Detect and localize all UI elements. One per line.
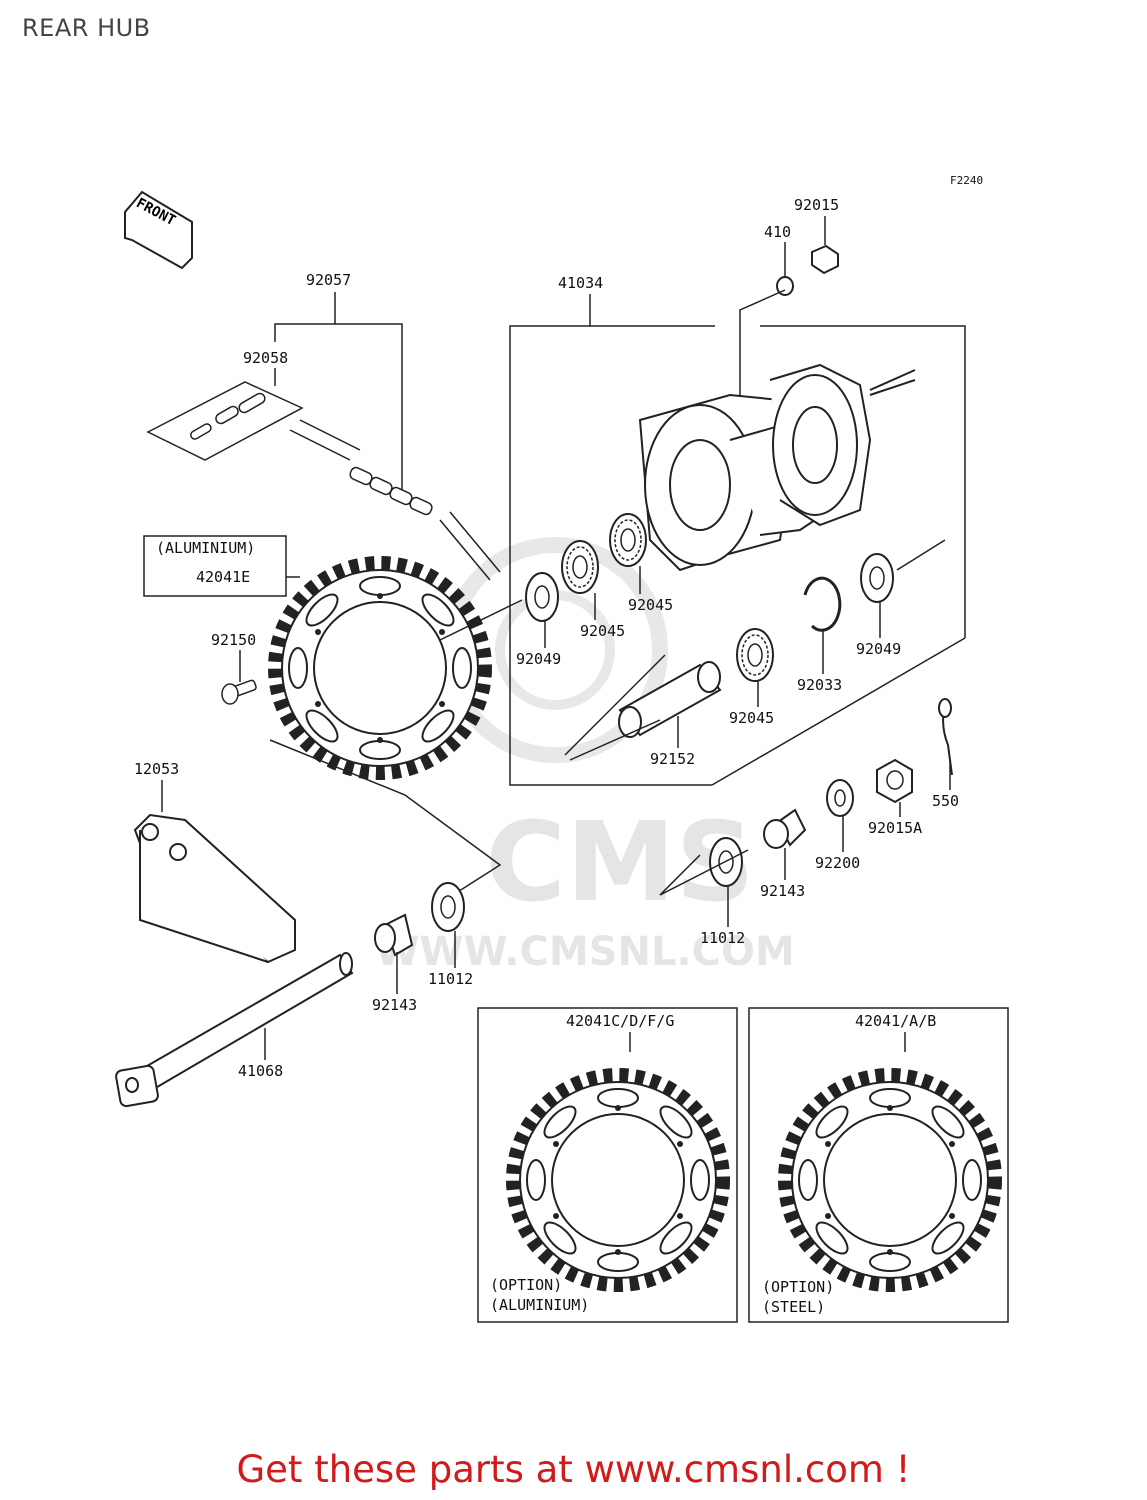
option-box-steel: 42041/A/B (OPTION) (STEEL) [748, 1007, 1009, 1323]
part-label-92049-a: 92049 [516, 650, 561, 668]
spacer-92152 [618, 661, 722, 738]
front-arrow-icon: FRONT [124, 190, 193, 270]
part-label-11012-a: 11012 [700, 929, 745, 947]
part-label-92200: 92200 [815, 854, 860, 872]
option-part-label-aluminium: 42041C/D/F/G [566, 1012, 674, 1030]
bearing-92045-a [609, 513, 647, 567]
cotter-pin-550 [938, 698, 953, 776]
option-line2-aluminium: (ALUMINIUM) [490, 1296, 589, 1314]
option-line1-aluminium: (OPTION) [490, 1276, 562, 1294]
footer-link[interactable]: Get these parts at www.cmsnl.com ! [236, 1448, 911, 1491]
seal-92049-b [860, 553, 894, 603]
chain-guide-12053 [133, 813, 296, 964]
option-line1-steel: (OPTION) [762, 1278, 834, 1296]
washer-92200 [826, 779, 854, 817]
bearing-92045-b [561, 540, 599, 594]
part-label-92143-b: 92143 [372, 996, 417, 1014]
part-label-92045-b: 92045 [580, 622, 625, 640]
hub-assembly-bracket [509, 294, 966, 786]
option-line2-steel: (STEEL) [762, 1298, 825, 1316]
collar-92143-a [763, 808, 807, 849]
part-label-92045-a: 92045 [628, 596, 673, 614]
figure-code: F2240 [950, 174, 983, 187]
page-title: REAR HUB [22, 14, 151, 42]
part-label-92143-a: 92143 [760, 882, 805, 900]
seal-92049-a [525, 572, 559, 622]
watermark-url: WWW.CMSNL.COM [375, 929, 795, 975]
option-part-label-steel: 42041/A/B [855, 1012, 936, 1030]
sprocket-option-steel [785, 1075, 995, 1285]
circlip-92033 [803, 576, 842, 632]
part-label-92049-b: 92049 [856, 640, 901, 658]
part-label-92045-c: 92045 [729, 709, 774, 727]
part-label-92150: 92150 [211, 631, 256, 649]
option-box-aluminium: 42041C/D/F/G (OPTION) (ALUMINIUM) [477, 1007, 738, 1323]
rear-hub-41034 [638, 363, 916, 572]
part-label-92015: 92015 [794, 196, 839, 214]
part-label-92152: 92152 [650, 750, 695, 768]
part-label-92015A: 92015A [868, 819, 922, 837]
nut-92015 [811, 244, 839, 275]
sprocket-option-aluminium [513, 1075, 723, 1285]
part-label-41034: 41034 [558, 274, 603, 292]
washer-410 [776, 276, 794, 296]
part-label-41068: 41068 [238, 1062, 283, 1080]
part-label-42041E: 42041E [196, 568, 250, 586]
aluminium-label: (ALUMINIUM) [156, 539, 255, 557]
seal-11012-b [431, 882, 465, 932]
rear-hub-diagram: CMS WWW.CMSNL.COM FRONT F2240 92015 410 … [115, 174, 1009, 1323]
part-label-12053: 12053 [134, 760, 179, 778]
drive-chain-92057 [289, 419, 501, 581]
collar-92143-b [374, 913, 414, 957]
part-label-92058: 92058 [243, 349, 288, 367]
axle-41068 [115, 952, 354, 1108]
sprocket-42041E [275, 563, 485, 773]
part-label-550: 550 [932, 792, 959, 810]
part-label-410: 410 [764, 223, 791, 241]
part-label-92057: 92057 [306, 271, 351, 289]
bearing-92045-c [736, 628, 774, 682]
part-label-11012-b: 11012 [428, 970, 473, 988]
master-link-kit-92058 [146, 381, 304, 461]
bolt-92150 [221, 679, 257, 705]
axle-nut-92015A [876, 758, 913, 804]
aluminium-sprocket-label: (ALUMINIUM) 42041E [143, 535, 300, 597]
part-label-92033: 92033 [797, 676, 842, 694]
